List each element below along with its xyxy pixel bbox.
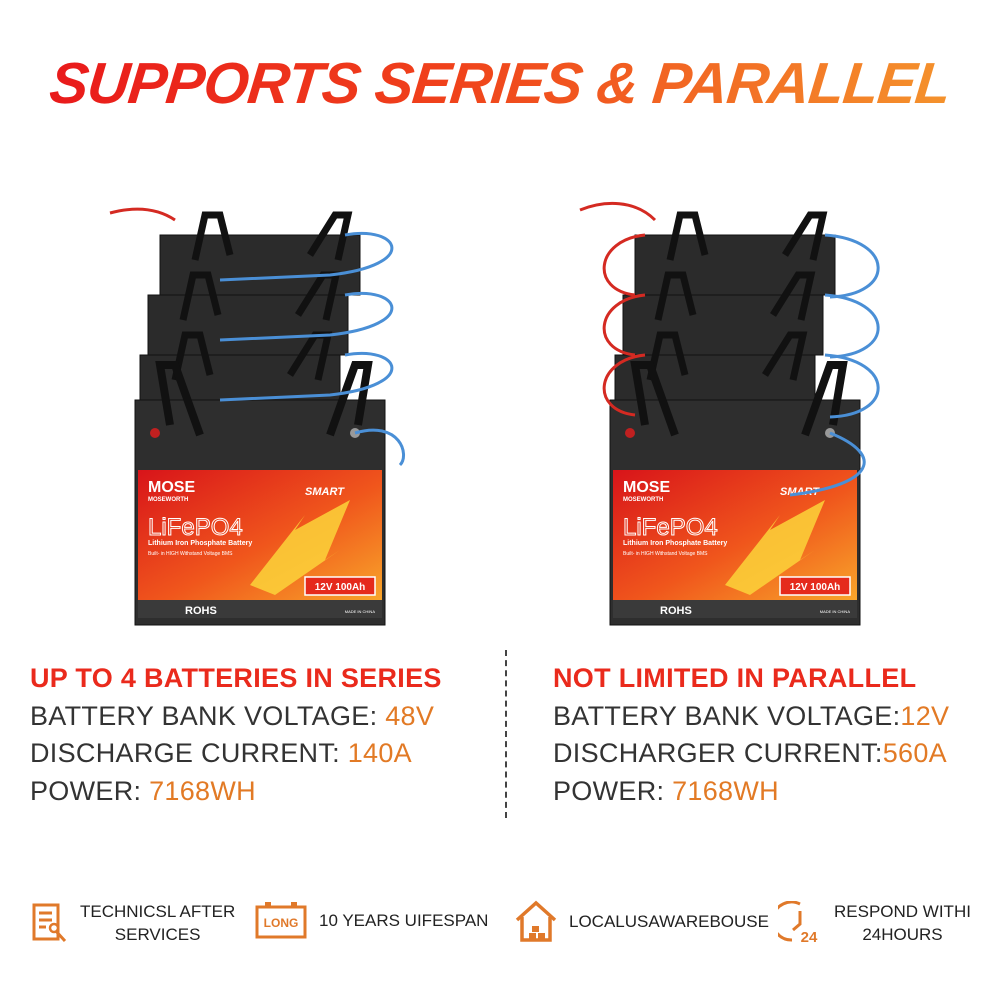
- rating-box: [779, 576, 851, 596]
- lightning-bolt-graphic: [725, 500, 825, 595]
- rating-box: [304, 576, 376, 596]
- red-parallel-wire: [602, 233, 646, 297]
- brand-subtext: MOSEWORTH: [623, 497, 663, 503]
- bms-text: Built- in HIGH Withstand Voltage BMS: [623, 551, 708, 557]
- red-parallel-wire: [602, 353, 646, 417]
- blue-series-wire: [219, 352, 394, 402]
- parallel-specs: NOT LIMITED IN PARALLEL BATTERY BANK VOL…: [553, 660, 949, 810]
- blue-parallel-wire: [824, 353, 880, 419]
- icon-label: 24: [801, 929, 818, 945]
- blue-wire: [354, 428, 405, 467]
- brand-logo: MOSE: [148, 479, 195, 496]
- power-label: POWER:: [553, 775, 673, 806]
- rohs-mark: ROHS: [185, 605, 217, 617]
- battery-handle: [666, 211, 828, 261]
- feature-lifespan: LONG 10 YEARS UIFESPAN: [255, 900, 488, 940]
- voltage-label: BATTERY BANK VOLTAGE:: [30, 700, 386, 731]
- feature-response: 24 RESPOND WITHI 24HOURS: [778, 900, 971, 946]
- stacked-battery-body: [147, 294, 349, 356]
- series-current: DISCHARGE CURRENT: 140A: [30, 735, 442, 773]
- smart-badge: SMART: [305, 486, 345, 498]
- voltage-value: 12V: [900, 700, 950, 731]
- blue-parallel-wire: [824, 233, 880, 299]
- origin-text: MADE IN CHINA: [345, 609, 376, 614]
- current-value: 560A: [882, 738, 947, 768]
- blue-series-wire: [219, 292, 394, 342]
- feature-text: LOCALUSAWAREBOUSE: [569, 910, 769, 933]
- brand-logo: MOSE: [623, 479, 670, 496]
- feature-text: TECHNICSL AFTER SERVICES: [80, 900, 235, 946]
- battery-handle: [191, 211, 353, 261]
- feature-line: 24HOURS: [862, 925, 943, 944]
- red-wire: [579, 201, 657, 222]
- feature-line: RESPOND WITHI: [834, 902, 971, 921]
- current-label: DISCHARGE CURRENT:: [30, 738, 348, 768]
- series-specs: UP TO 4 BATTERIES IN SERIES BATTERY BANK…: [30, 660, 442, 810]
- series-heading: UP TO 4 BATTERIES IN SERIES: [30, 663, 442, 693]
- warehouse-house-icon: [515, 900, 557, 942]
- dashed-divider: [505, 650, 507, 818]
- blue-parallel-wire: [824, 293, 880, 359]
- feature-line: TECHNICSL AFTER: [80, 902, 236, 921]
- icon-label: LONG: [264, 916, 299, 930]
- feature-text: 10 YEARS UIFESPAN: [319, 909, 488, 932]
- battery-subtitle: Lithium Iron Phosphate Battery: [148, 540, 252, 547]
- power-value: 7168WH: [672, 775, 779, 806]
- voltage-label: BATTERY BANK VOLTAGE:: [553, 700, 901, 731]
- cert-strip: [138, 600, 382, 618]
- feature-line: 10 YEARS UIFESPAN: [319, 910, 489, 930]
- power-label: POWER:: [30, 775, 150, 806]
- current-label: DISCHARGER CURRENT:: [553, 738, 883, 768]
- battery-handle: [630, 361, 848, 437]
- chemistry-text: LiFePO4: [623, 514, 718, 541]
- long-battery-icon: LONG: [255, 902, 307, 939]
- voltage-value: 48V: [385, 700, 435, 731]
- document-wrench-icon: [32, 903, 67, 943]
- battery-handle: [646, 331, 808, 381]
- power-value: 7168WH: [149, 775, 256, 806]
- current-value: 140A: [347, 738, 412, 768]
- rohs-mark: ROHS: [660, 605, 692, 617]
- clock-24-icon: 24: [778, 901, 818, 945]
- parallel-heading: NOT LIMITED IN PARALLEL: [553, 663, 917, 693]
- series-voltage: BATTERY BANK VOLTAGE: 48V: [30, 698, 442, 736]
- feature-line: SERVICES: [114, 925, 201, 944]
- battery-subtitle: Lithium Iron Phosphate Battery: [623, 540, 727, 547]
- page-title: SUPPORTS SERIES & PARALLEL: [0, 50, 1000, 117]
- feature-text: RESPOND WITHI 24HOURS: [834, 900, 971, 946]
- battery-handle: [654, 271, 816, 321]
- brand-subtext: MOSEWORTH: [148, 497, 188, 503]
- origin-text: MADE IN CHINA: [820, 609, 851, 614]
- cert-strip: [613, 600, 857, 618]
- series-power: POWER: 7168WH: [30, 773, 442, 811]
- feature-line: LOCALUSAWAREBOUSE: [569, 911, 769, 931]
- feature-technical-service: TECHNICSL AFTER SERVICES: [32, 900, 235, 946]
- bms-text: Built- in HIGH Withstand Voltage BMS: [148, 551, 233, 557]
- red-parallel-wire: [602, 293, 646, 357]
- chemistry-text: LiFePO4: [148, 514, 243, 541]
- rating-text: 12V 100Ah: [790, 582, 841, 593]
- battery-handle: [155, 361, 373, 437]
- positive-terminal: [625, 428, 635, 438]
- stacked-battery-body: [622, 294, 824, 356]
- parallel-current: DISCHARGER CURRENT:560A: [553, 735, 949, 773]
- red-wire: [109, 207, 176, 222]
- lightning-bolt-graphic: [250, 500, 350, 595]
- rating-text: 12V 100Ah: [315, 582, 366, 593]
- blue-wire: [789, 431, 866, 497]
- feature-warehouse: LOCALUSAWAREBOUSE: [515, 900, 769, 942]
- positive-terminal: [150, 428, 160, 438]
- parallel-voltage: BATTERY BANK VOLTAGE:12V: [553, 698, 949, 736]
- parallel-power: POWER: 7168WH: [553, 773, 949, 811]
- blue-series-wire: [219, 232, 394, 282]
